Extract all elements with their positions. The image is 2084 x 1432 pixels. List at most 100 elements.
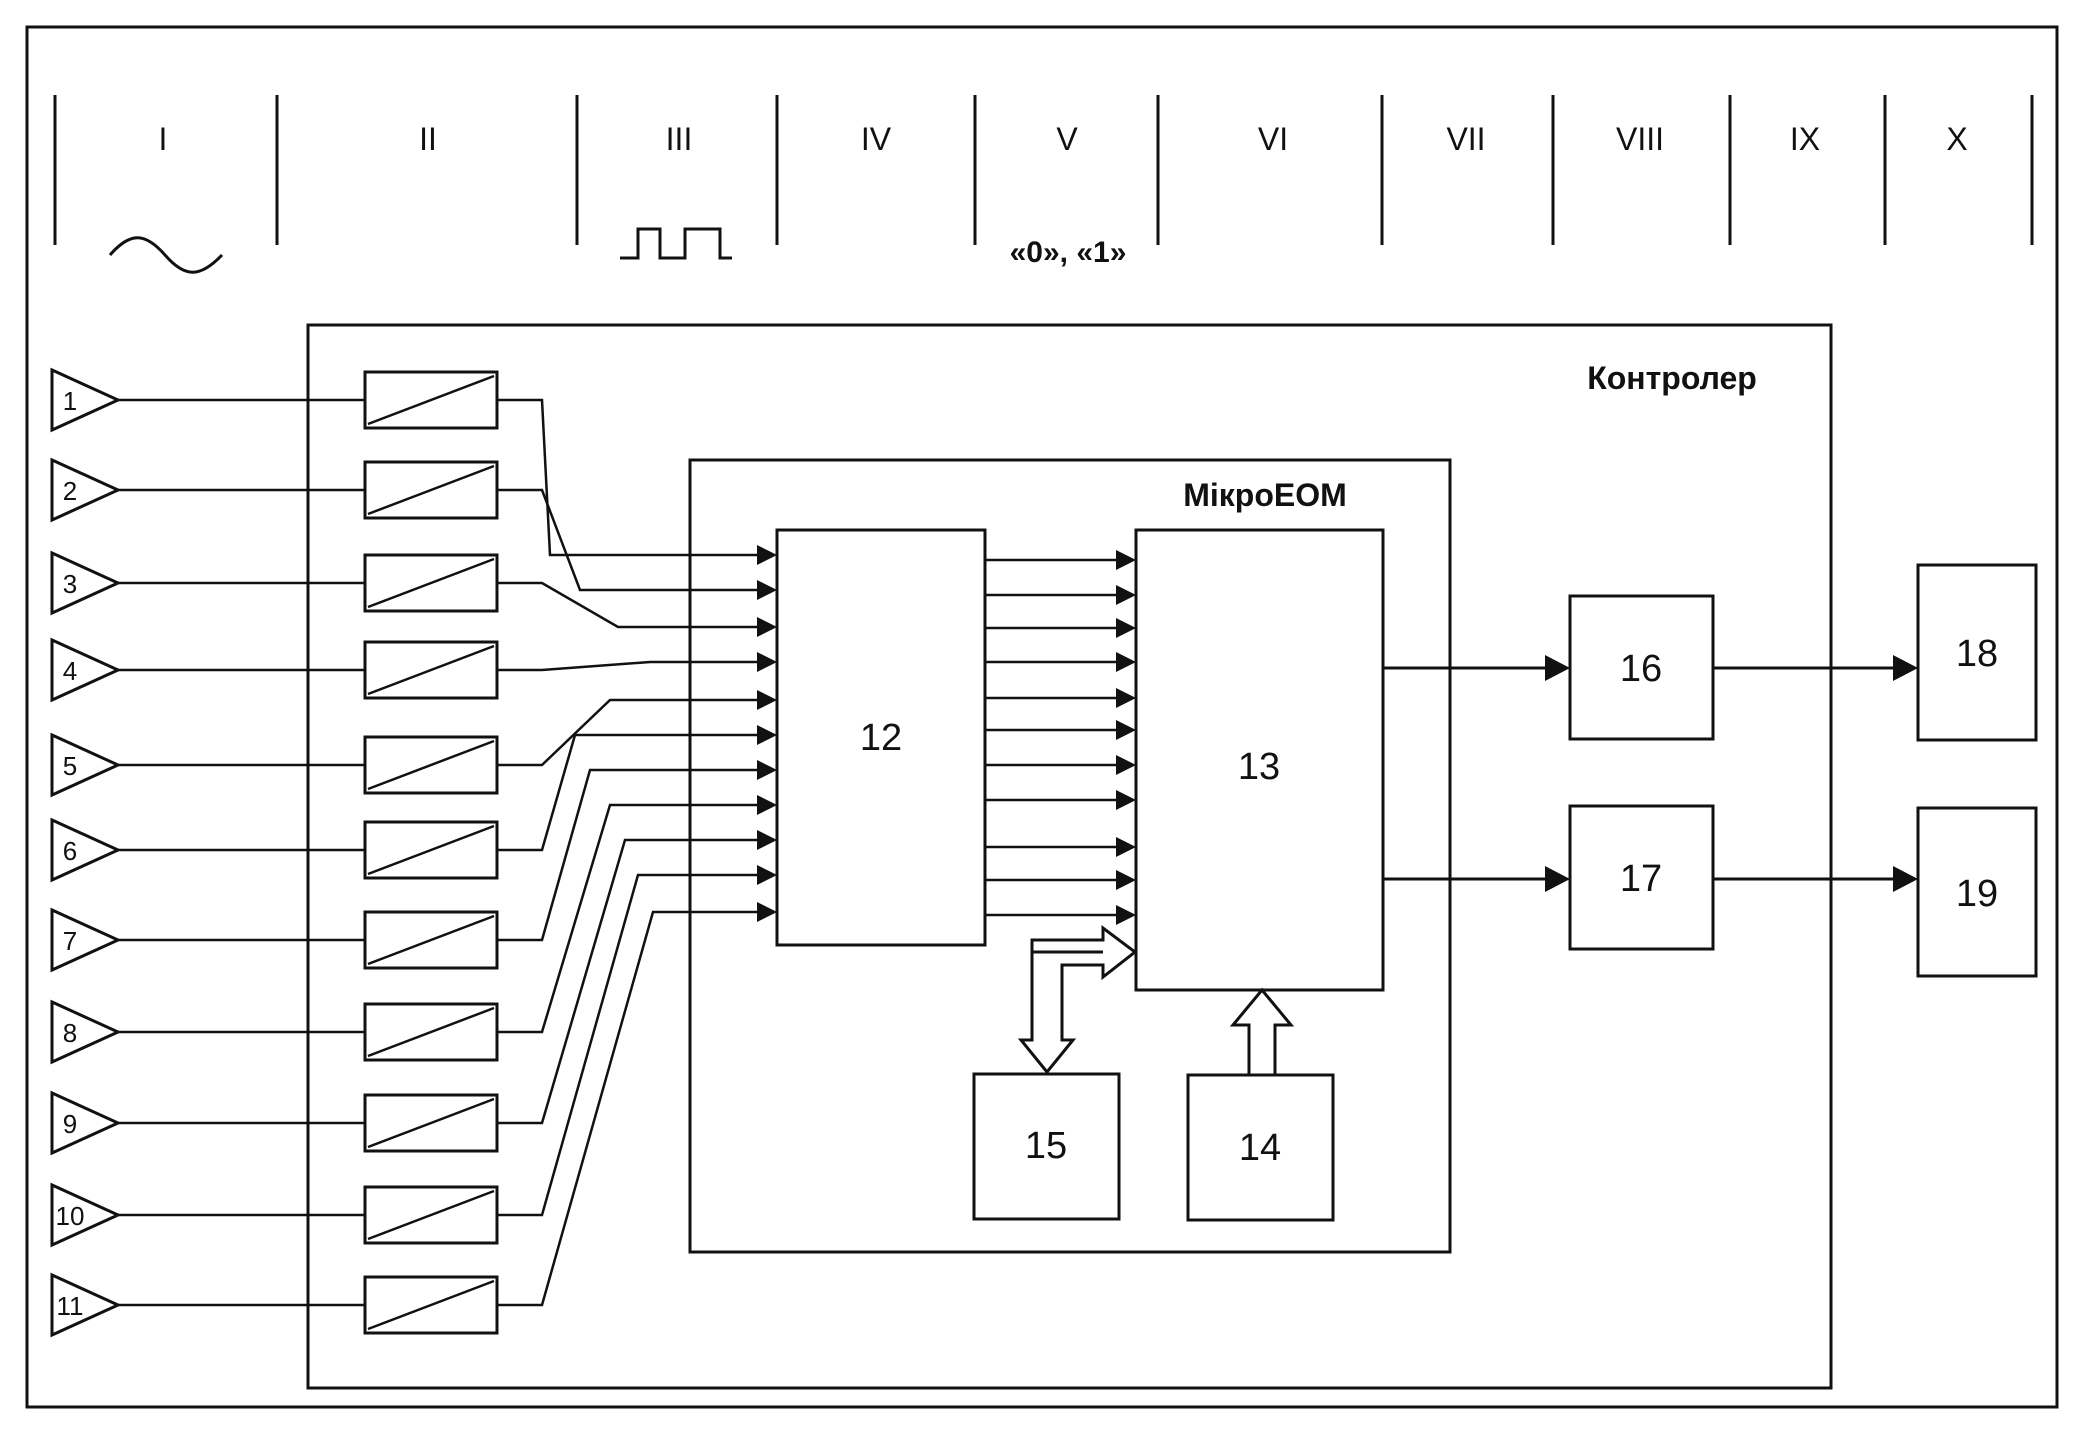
microcomputer-label: МікроЕОМ [1183, 477, 1347, 513]
up-arrow [1229, 987, 1295, 1075]
stage-label: VII [1446, 121, 1485, 157]
sensor-label: 6 [63, 836, 77, 866]
signal-line [497, 725, 777, 852]
converter-4 [363, 640, 499, 700]
arrowhead [757, 545, 777, 565]
arrowhead [1545, 655, 1570, 681]
sensor-3: 3 [50, 550, 365, 616]
stage-label: VIII [1616, 121, 1664, 157]
stage-labels: I II III IV V VI VII VIII IX X [159, 121, 1968, 157]
stage-label: I [159, 121, 168, 157]
block-15-label: 15 [1025, 1125, 1067, 1167]
controller-box [306, 323, 1833, 1390]
bus-lines [985, 550, 1136, 925]
bus-line [985, 618, 1136, 638]
microcomputer-box [688, 458, 1452, 1254]
signal-line [497, 830, 777, 1125]
converter-group [363, 370, 499, 1335]
block-19 [1916, 806, 2038, 978]
sensor-label: 10 [56, 1201, 85, 1231]
sensor-6: 6 [50, 817, 365, 883]
arrowhead [757, 830, 777, 850]
arrowhead [757, 617, 777, 637]
arrowhead [757, 865, 777, 885]
arrowhead [1116, 618, 1136, 638]
arrowhead [1116, 790, 1136, 810]
block-18-label: 18 [1956, 633, 1998, 675]
sensor-label: 9 [63, 1109, 77, 1139]
sensor-5: 5 [50, 732, 365, 798]
arrowhead [757, 580, 777, 600]
arrowhead [757, 902, 777, 922]
bus-line [985, 755, 1136, 775]
arrowhead [1116, 870, 1136, 890]
outer-frame [25, 25, 2059, 1409]
arrowhead [757, 795, 777, 815]
arrowhead [757, 690, 777, 710]
sensor-10: 10 [50, 1182, 365, 1248]
sensor-label: 5 [63, 751, 77, 781]
converter-3 [363, 553, 499, 613]
sensor-9: 9 [50, 1090, 365, 1156]
sensor-label: 2 [63, 476, 77, 506]
bus-line [985, 688, 1136, 708]
sensor-label: 11 [57, 1291, 84, 1321]
converter-6 [363, 820, 499, 880]
sensor-label: 7 [63, 926, 77, 956]
sine-wave-icon [108, 236, 224, 274]
arrowhead [757, 652, 777, 672]
block-13-label: 13 [1238, 746, 1280, 788]
sensor-label: 3 [63, 569, 77, 599]
bus-line [985, 652, 1136, 672]
stage-label: X [1946, 121, 1967, 157]
sensor-1: 1 [50, 367, 365, 433]
bidirectional-arrow [1017, 925, 1138, 1075]
converter-10 [363, 1185, 499, 1245]
signal-line [497, 581, 777, 637]
arrowhead [1116, 688, 1136, 708]
bus-line [985, 585, 1136, 605]
bus-line [985, 905, 1136, 925]
block-19-label: 19 [1956, 873, 1998, 915]
stage-label: III [666, 121, 693, 157]
bus-line [985, 550, 1136, 570]
converter-11 [363, 1275, 499, 1335]
signal-line [497, 652, 777, 672]
block-12 [775, 528, 987, 947]
arrowhead [1893, 866, 1918, 892]
sensor-label: 8 [63, 1018, 77, 1048]
stage-label: V [1056, 121, 1078, 157]
binary-values-label: «0», «1» [1010, 236, 1127, 269]
sensor-8: 8 [50, 999, 365, 1065]
block-16-label: 16 [1620, 648, 1662, 690]
signal-line [497, 690, 777, 767]
signal-line [497, 865, 777, 1217]
block-18 [1916, 563, 2038, 742]
signal-line [497, 488, 777, 600]
sensor-11: 11 [50, 1272, 365, 1338]
bus-line [985, 870, 1136, 890]
stage-dividers [53, 95, 2034, 245]
block-13 [1134, 528, 1385, 992]
block-12-label: 12 [860, 717, 902, 759]
converter-2 [363, 460, 499, 520]
block-15 [972, 1072, 1121, 1221]
arrowhead [1116, 652, 1136, 672]
signal-line [497, 760, 777, 942]
converter-8 [363, 1002, 499, 1062]
arrowhead [1116, 720, 1136, 740]
stage-label: IV [861, 121, 892, 157]
arrowhead [757, 725, 777, 745]
sensor-7: 7 [50, 907, 365, 973]
controller-label: Контролер [1587, 360, 1757, 396]
arrowhead [1116, 585, 1136, 605]
bus-line [985, 790, 1136, 810]
arrowhead [1116, 550, 1136, 570]
arrowhead [757, 760, 777, 780]
arrowhead [1545, 866, 1570, 892]
converter-5 [363, 735, 499, 795]
stage-label: IX [1790, 121, 1820, 157]
stage-label: VI [1258, 121, 1288, 157]
bus-line [985, 837, 1136, 857]
block-14-label: 14 [1239, 1127, 1281, 1169]
